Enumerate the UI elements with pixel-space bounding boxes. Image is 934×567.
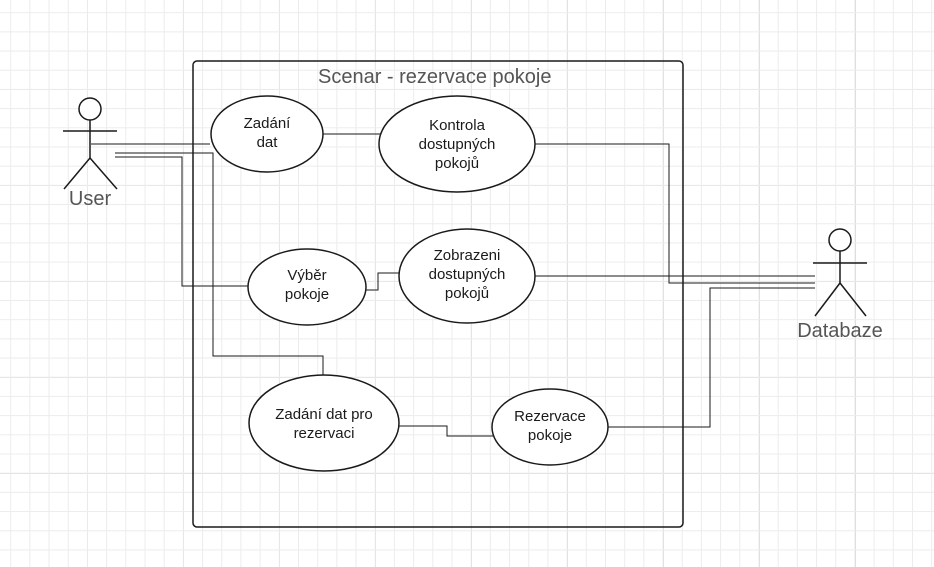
user-actor-label: User bbox=[68, 188, 112, 210]
usecase-rezervace-label: Rezervace pokoje bbox=[514, 408, 586, 444]
usecase-zobrazeni-shape[interactable] bbox=[398, 228, 536, 324]
connector-kontrola-database bbox=[535, 143, 815, 284]
database-actor-label: Databaze bbox=[797, 320, 883, 342]
usecase-zadani-dat-label: Zadání dat bbox=[243, 115, 291, 151]
usecase-kontrola-shape[interactable] bbox=[378, 95, 536, 193]
usecase-zobrazeni-label: Zobrazeni dostupných pokojů bbox=[428, 247, 506, 302]
usecase-vyber-label: Výběr pokoje bbox=[284, 267, 330, 303]
usecase-rezervace-shape[interactable] bbox=[491, 388, 609, 466]
connector-rezervace-database bbox=[608, 287, 815, 428]
database-actor-figure[interactable] bbox=[813, 228, 867, 317]
usecase-kontrola-label: Kontrola dostupných pokojů bbox=[418, 117, 496, 172]
system-title: Scenar - rezervace pokoje bbox=[318, 66, 552, 88]
user-actor-figure[interactable] bbox=[63, 97, 118, 190]
usecase-zadani-rezervace-shape[interactable] bbox=[248, 374, 400, 472]
connector-user-zadani-rezervace bbox=[115, 152, 324, 376]
usecase-zadani-dat-shape[interactable] bbox=[210, 95, 324, 173]
connector-user-vyber bbox=[115, 156, 248, 287]
system-boundary bbox=[192, 60, 684, 528]
usecase-zadani-rezervace-label: Zadání dat pro rezervaci bbox=[275, 406, 373, 442]
connector-vyber-zobrazeni bbox=[366, 272, 400, 291]
connector-zadani-rezervace-rezervace bbox=[399, 425, 493, 437]
usecase-vyber-shape[interactable] bbox=[247, 248, 367, 326]
